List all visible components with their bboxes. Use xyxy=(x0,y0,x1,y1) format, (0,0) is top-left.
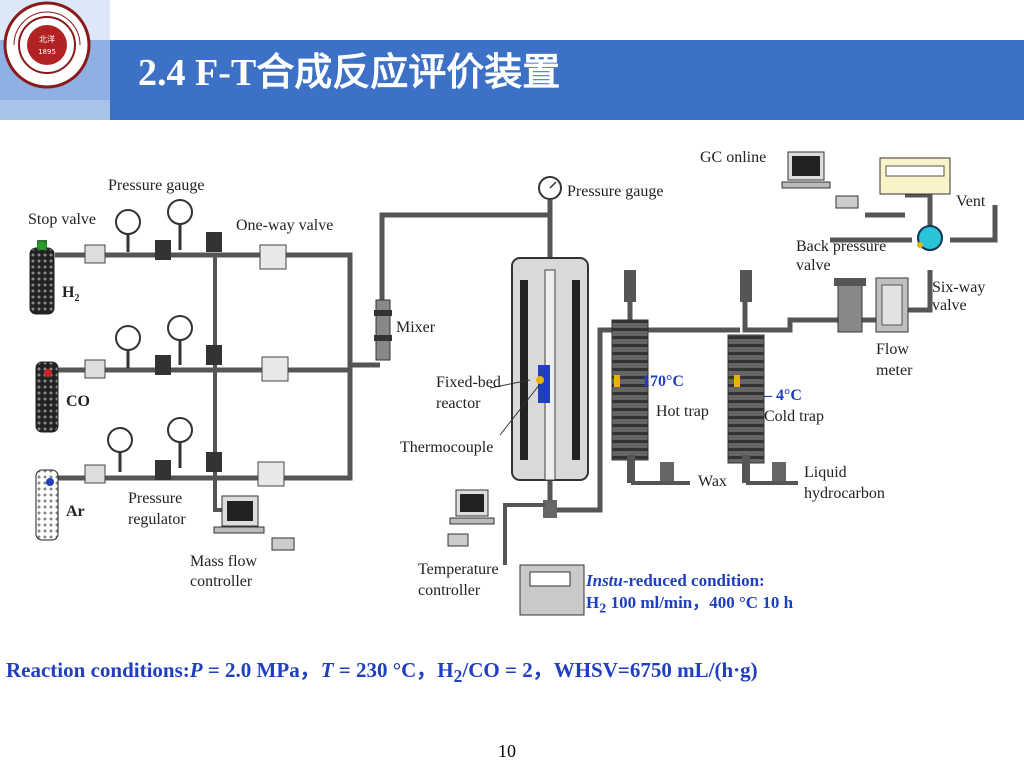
h2-cylinder xyxy=(29,240,55,315)
co-line-components xyxy=(84,315,289,382)
logo-seal-icon: 北洋 1895 xyxy=(3,1,91,89)
label-cold-trap: Cold trap xyxy=(764,408,824,425)
label-pressure-regulator-2: regulator xyxy=(128,511,186,528)
label-thermocouple: Thermocouple xyxy=(400,439,493,456)
instu-line-2-rest: 100 ml/min，400 °C 10 h xyxy=(606,593,794,612)
instu-line-1: Instu-reduced condition: xyxy=(586,570,793,592)
header-band-dark xyxy=(110,40,1024,120)
label-reactor-pressure-gauge: Pressure gauge xyxy=(567,183,663,200)
instu-line-1-rest: -reduced condition: xyxy=(622,571,765,590)
instu-italic: Instu xyxy=(586,571,623,590)
conditions-p-value: = 2.0 MPa， xyxy=(202,658,321,682)
label-six-way-2: valve xyxy=(932,297,967,314)
conditions-p-symbol: P xyxy=(189,658,203,682)
label-ar: Ar xyxy=(66,503,85,520)
label-temp-ctrl-2: controller xyxy=(418,582,481,599)
conditions-whsv: WHSV=6750 mL/(h·g) xyxy=(553,658,758,682)
label-fixed-bed-1: Fixed-bed xyxy=(436,374,501,391)
label-flow-meter-2: meter xyxy=(876,362,913,379)
label-mass-flow-2: controller xyxy=(190,573,253,590)
six-way-valve-icon xyxy=(917,225,943,251)
decor-square xyxy=(0,100,110,120)
conditions-t-value: = 230 °C，H xyxy=(333,658,454,682)
label-liquid-2: hydrocarbon xyxy=(804,485,885,502)
label-mass-flow-1: Mass flow xyxy=(190,553,258,570)
label-hot-trap: Hot trap xyxy=(656,403,709,420)
co-cylinder xyxy=(35,361,59,433)
label-back-pressure-1: Back pressure xyxy=(796,238,886,255)
ar-line-components xyxy=(84,417,285,487)
mfc-computer-icon xyxy=(213,495,295,551)
label-fixed-bed-2: reactor xyxy=(436,395,481,412)
svg-text:1895: 1895 xyxy=(38,48,56,56)
hot-trap xyxy=(611,270,690,485)
instu-h: H xyxy=(586,593,600,612)
conditions-h2-sub: 2 xyxy=(453,666,463,687)
conditions-t-symbol: T xyxy=(320,658,334,682)
slide-title: 2.4 F-T合成反应评价装置 xyxy=(138,52,561,94)
label-pressure-regulator-1: Pressure xyxy=(128,490,182,507)
header-band xyxy=(0,40,1024,120)
instu-line-2: H2 100 ml/min，400 °C 10 h xyxy=(586,592,793,619)
label-wax: Wax xyxy=(698,473,727,490)
flow-meter xyxy=(875,277,909,333)
back-pressure-valve xyxy=(834,278,866,333)
svg-text:北洋: 北洋 xyxy=(39,34,55,44)
page-number: 10 xyxy=(498,741,516,761)
label-h2: H2 xyxy=(62,284,79,304)
ft-synthesis-apparatus-diagram: Pressure gauge Stop valve One-way valve … xyxy=(28,149,998,616)
label-flow-meter-1: Flow xyxy=(876,341,909,358)
label-cold-trap-temp: – 4°C xyxy=(763,387,802,404)
label-pressure-gauge: Pressure gauge xyxy=(108,177,204,194)
fixed-bed-reactor xyxy=(489,257,589,518)
university-logo: 北洋 1895 xyxy=(2,0,92,90)
label-liquid-1: Liquid xyxy=(804,464,847,481)
cold-trap xyxy=(727,270,798,485)
reaction-conditions: Reaction conditions:P = 2.0 MPa，T = 230 … xyxy=(6,654,758,687)
label-hot-trap-temp: 170°C xyxy=(642,373,684,390)
label-co: CO xyxy=(66,393,90,410)
reactor-pressure-gauge xyxy=(538,176,562,200)
mixer xyxy=(374,299,392,361)
instu-h-sub: 2 xyxy=(599,600,607,617)
label-vent: Vent xyxy=(956,193,986,210)
label-back-pressure-2: valve xyxy=(796,257,831,274)
ar-cylinder xyxy=(35,469,59,541)
label-stop-valve: Stop valve xyxy=(28,211,96,228)
label-temp-ctrl-1: Temperature xyxy=(418,561,499,578)
conditions-ratio: /CO = 2， xyxy=(462,658,554,682)
label-one-way-valve: One-way valve xyxy=(236,217,333,234)
label-mixer: Mixer xyxy=(396,319,436,336)
label-gc-online: GC online xyxy=(700,149,766,166)
temperature-controller-icon xyxy=(447,489,585,616)
gc-online-icon xyxy=(781,151,951,209)
label-six-way-1: Six-way xyxy=(932,279,985,296)
h2-line-components xyxy=(84,199,287,270)
instu-reduction-condition: Instu-reduced condition: H2 100 ml/min，4… xyxy=(586,570,793,619)
conditions-prefix: Reaction conditions: xyxy=(6,658,190,682)
